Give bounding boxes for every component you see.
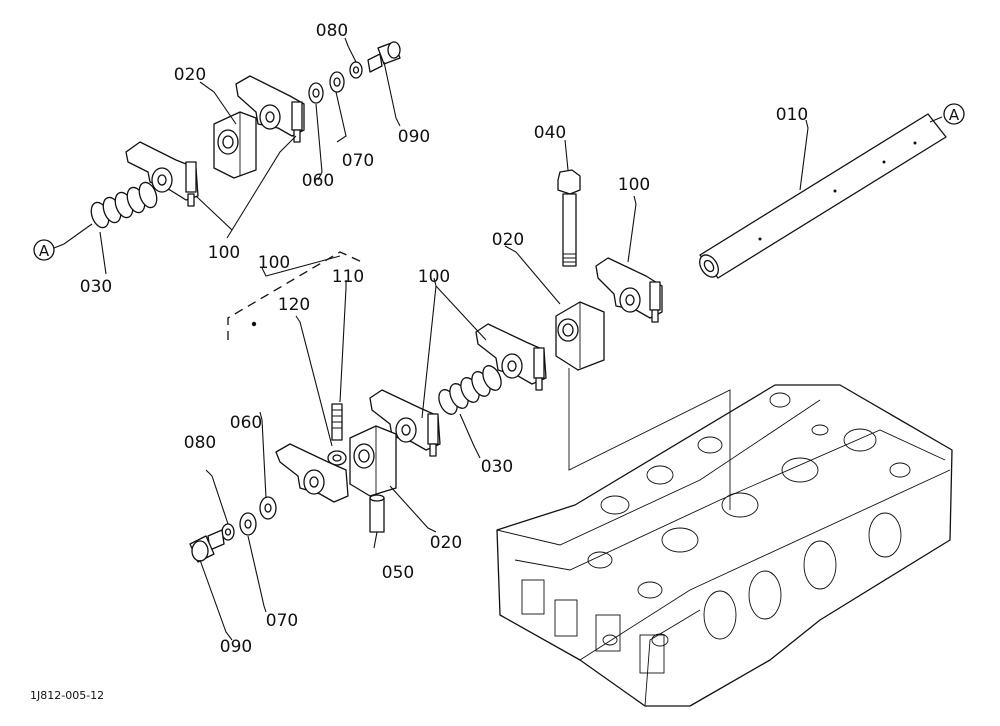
label-030: 030 — [481, 457, 513, 477]
label-090: 090 — [398, 127, 430, 147]
rocker-arm-upper-left — [125, 141, 199, 207]
label-030: 030 — [80, 277, 112, 297]
washers-upper — [308, 61, 363, 104]
assembly-dot — [251, 321, 257, 327]
washers-lower — [221, 496, 277, 541]
label-110: 110 — [332, 267, 364, 287]
svg-text:A: A — [39, 242, 50, 260]
rocker-arm-upper-right — [235, 75, 305, 143]
figure-code: 1J812-005-12 — [30, 689, 104, 702]
cylinder-head — [496, 384, 953, 707]
label-080: 080 — [316, 21, 348, 41]
label-020: 020 — [430, 533, 462, 553]
rocker-arm-middle — [475, 323, 547, 391]
rocker-bracket-upper — [213, 111, 257, 179]
assembly-guide-lines — [568, 368, 731, 510]
bolt-upper — [367, 41, 401, 73]
part-labels: 010 020 020 020 030 030 040 050 060 060 … — [80, 21, 808, 657]
spring-middle — [438, 365, 502, 415]
label-100: 100 — [208, 243, 240, 263]
reference-circle-a-right: A — [943, 103, 965, 125]
label-100: 100 — [258, 253, 290, 273]
svg-text:A: A — [949, 106, 960, 124]
bolt-040 — [557, 169, 581, 267]
label-060: 060 — [230, 413, 262, 433]
label-100: 100 — [418, 267, 450, 287]
label-050: 050 — [382, 563, 414, 583]
label-040: 040 — [534, 123, 566, 143]
rocker-arm-lower-middle — [369, 389, 441, 457]
label-070: 070 — [266, 611, 298, 631]
rocker-arm-lower-left — [275, 443, 349, 503]
label-010: 010 — [776, 105, 808, 125]
label-120: 120 — [278, 295, 310, 315]
label-020: 020 — [174, 65, 206, 85]
rocker-bracket-middle — [555, 301, 605, 371]
pin-050 — [369, 494, 385, 533]
label-060: 060 — [302, 171, 334, 191]
rocker-arm-right — [595, 257, 663, 323]
reference-circle-a-left: A — [33, 239, 55, 261]
spring-upper — [90, 181, 158, 229]
rocker-shaft — [699, 113, 947, 279]
label-070: 070 — [342, 151, 374, 171]
bolt-lower — [189, 529, 225, 563]
rocker-bracket-lower — [349, 425, 397, 497]
adjusting-screw — [327, 403, 347, 466]
leader-lines — [53, 37, 943, 641]
label-100: 100 — [618, 175, 650, 195]
label-080: 080 — [184, 433, 216, 453]
label-090: 090 — [220, 637, 252, 657]
label-020: 020 — [492, 230, 524, 250]
